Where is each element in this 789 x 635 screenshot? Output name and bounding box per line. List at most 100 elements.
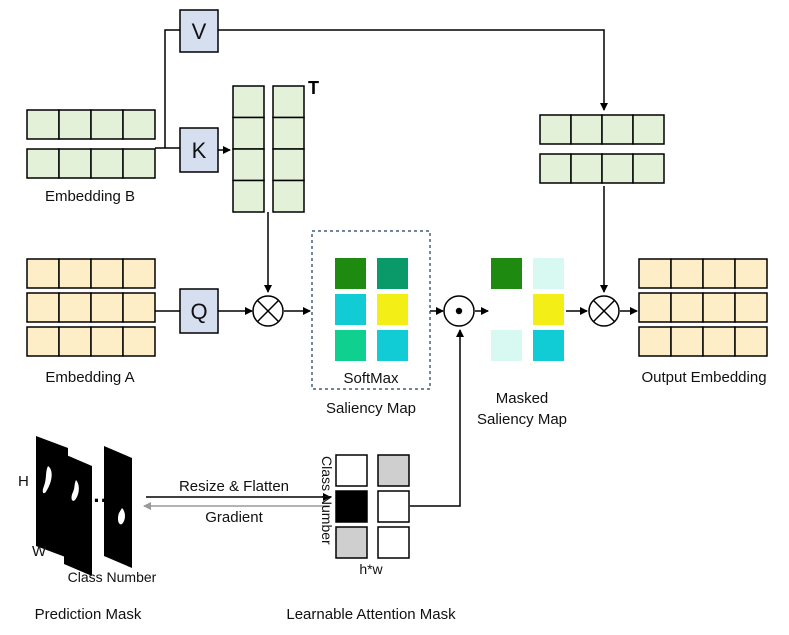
embedding-a-label: Embedding A (45, 369, 134, 386)
embedding-b-block (26, 109, 156, 179)
masked-saliency-cell (491, 330, 522, 361)
embedding-cell (539, 153, 572, 184)
k-projection-box: K (179, 127, 219, 173)
embedding-a-block (26, 258, 156, 357)
class-number-vertical-label: Class Number (319, 456, 335, 545)
embedding-cell (670, 326, 704, 357)
softmax-label: SoftMax (343, 370, 399, 387)
embedding-cell (734, 258, 768, 289)
learnable-attention-mask-grid (335, 454, 410, 559)
multiply-operator-2 (588, 295, 620, 327)
attention-mask-cell (377, 454, 410, 487)
embedding-cell (26, 148, 60, 179)
k-label: K (192, 138, 207, 163)
embedding-cell (122, 258, 156, 289)
embedding-cell (26, 292, 60, 323)
saliency-cell (377, 258, 408, 289)
attention-mask-cell (377, 490, 410, 523)
class-number-label: Class Number (68, 569, 157, 585)
attention-mask-cell (377, 526, 410, 559)
embedding-cell (58, 258, 92, 289)
embedding-cell (734, 292, 768, 323)
embedding-cell (26, 326, 60, 357)
key-cell (272, 179, 305, 213)
embedding-cell (58, 292, 92, 323)
key-cell (232, 116, 265, 150)
key-cell (272, 116, 305, 150)
resize-flatten-label: Resize & Flatten (179, 478, 289, 495)
embedding-cell (90, 258, 124, 289)
embedding-cell (539, 114, 572, 145)
masked-saliency-cell (491, 258, 522, 289)
key-cell (272, 85, 305, 119)
prediction-mask-label: Prediction Mask (35, 606, 142, 623)
width-label: W (32, 543, 47, 560)
embedding-cell (638, 292, 672, 323)
attention-mask-cell (335, 454, 368, 487)
height-label: H (18, 473, 29, 490)
masked-saliency-cell (533, 294, 564, 325)
masked-saliency-cell (533, 258, 564, 289)
embedding-cell (58, 326, 92, 357)
masked-saliency-cell (533, 330, 564, 361)
embedding-cell (90, 326, 124, 357)
embedding-cell (26, 109, 60, 140)
embedding-cell (638, 326, 672, 357)
connectors (146, 29, 638, 507)
q-label: Q (190, 299, 207, 324)
embedding-cell (702, 258, 736, 289)
embedding-cell (58, 148, 92, 179)
embedding-cell (90, 292, 124, 323)
embedding-cell (601, 114, 634, 145)
embedding-cell (90, 148, 124, 179)
embedding-b-label: Embedding B (45, 188, 135, 205)
v-label: V (192, 19, 207, 44)
embedding-cell (122, 326, 156, 357)
transpose-label: T (308, 78, 319, 98)
prediction-mask-stack: ··· (36, 436, 132, 576)
key-cell (232, 85, 265, 119)
embedding-cell (570, 153, 603, 184)
saliency-cell (377, 330, 408, 361)
key-transposed-block (232, 85, 305, 213)
saliency-map-label: Saliency Map (326, 400, 416, 417)
q-projection-box: Q (179, 288, 219, 334)
elementwise-product-operator (443, 295, 475, 327)
embedding-cell (90, 109, 124, 140)
embedding-cell (122, 109, 156, 140)
embedding-cell (122, 148, 156, 179)
saliency-map-frame (311, 230, 431, 390)
embedding-cell (670, 292, 704, 323)
key-cell (232, 179, 265, 213)
key-cell (232, 148, 265, 182)
embedding-cell (26, 258, 60, 289)
embedding-cell (632, 114, 665, 145)
gradient-label: Gradient (205, 509, 263, 526)
masked-saliency-map-label-line2: Saliency Map (477, 411, 567, 428)
embedding-cell (632, 153, 665, 184)
v-projection-box: V (179, 9, 219, 53)
attention-mask-cell (335, 526, 368, 559)
embedding-cell (702, 292, 736, 323)
saliency-cell (335, 294, 366, 325)
attention-mask-cell (335, 490, 368, 523)
embedding-cell (601, 153, 634, 184)
hw-label: h*w (359, 561, 383, 577)
embedding-cell (702, 326, 736, 357)
embedding-cell (670, 258, 704, 289)
output-embedding-block (638, 258, 768, 357)
embedding-cell (122, 292, 156, 323)
saliency-map-grid (335, 258, 408, 361)
masked-saliency-map-label-line1: Masked (496, 390, 549, 407)
embedding-cell (58, 109, 92, 140)
saliency-cell (335, 258, 366, 289)
masked-saliency-map-grid (491, 258, 564, 361)
output-embedding-label: Output Embedding (641, 369, 766, 386)
embedding-cell (638, 258, 672, 289)
saliency-cell (335, 330, 366, 361)
embedding-cell (734, 326, 768, 357)
key-cell (272, 148, 305, 182)
multiply-operator-1 (252, 295, 284, 327)
embedding-cell (570, 114, 603, 145)
learnable-attention-mask-label: Learnable Attention Mask (286, 606, 456, 623)
